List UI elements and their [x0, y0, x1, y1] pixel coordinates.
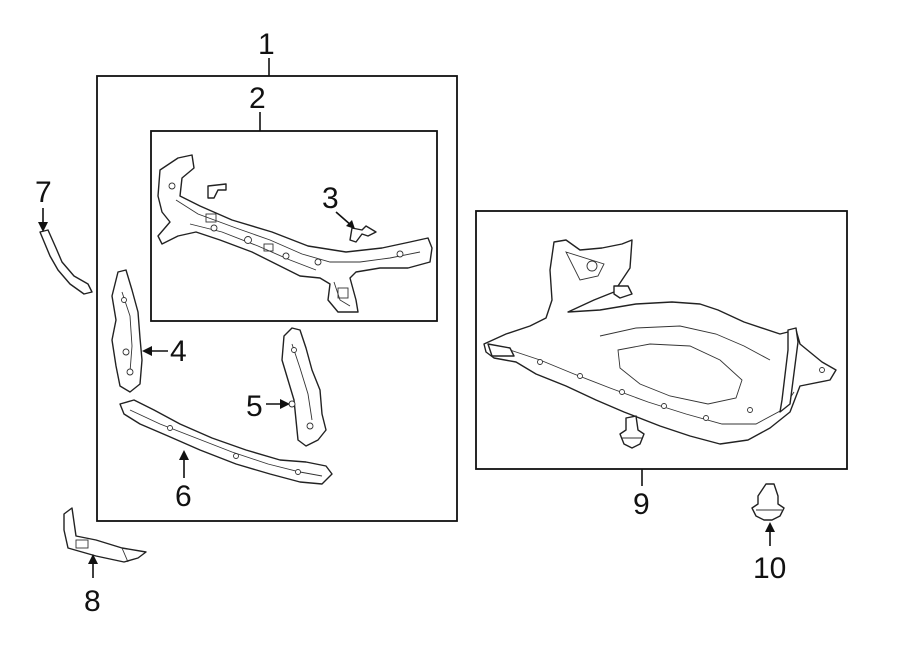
callout-5[interactable]: 5: [246, 390, 263, 423]
arrow-7: [38, 222, 48, 232]
deflector-8[interactable]: [63, 507, 147, 563]
seal-strip-7[interactable]: [39, 229, 93, 295]
callout-8[interactable]: 8: [84, 585, 101, 618]
callout-2[interactable]: 2: [249, 82, 266, 115]
arrow-4: [142, 346, 152, 356]
side-bracket-left-4[interactable]: [111, 269, 143, 393]
arrow-10: [765, 522, 775, 532]
arrow-6: [179, 450, 189, 460]
arrow-8: [88, 554, 98, 564]
callout-1[interactable]: 1: [258, 28, 275, 61]
callout-6[interactable]: 6: [175, 480, 192, 513]
assembly-box-1: [96, 75, 458, 522]
arrow-3: [346, 220, 355, 229]
callout-4[interactable]: 4: [170, 335, 187, 368]
bracket-3[interactable]: [349, 225, 377, 243]
side-bracket-right-5[interactable]: [281, 327, 327, 447]
bolt-fastener[interactable]: [619, 415, 645, 449]
frame-clip: [207, 183, 227, 199]
engine-under-cover[interactable]: [483, 239, 837, 445]
lower-cross-member-6[interactable]: [119, 399, 333, 485]
arrow-5: [280, 399, 290, 409]
upper-support-frame[interactable]: [157, 154, 433, 313]
callout-10[interactable]: 10: [753, 552, 786, 585]
callout-3[interactable]: 3: [322, 182, 339, 215]
assembly-box-9: [475, 210, 848, 470]
callout-7[interactable]: 7: [35, 176, 52, 209]
push-clip-10[interactable]: [751, 483, 785, 521]
callout-9[interactable]: 9: [633, 488, 650, 521]
assembly-box-2: [150, 130, 438, 322]
